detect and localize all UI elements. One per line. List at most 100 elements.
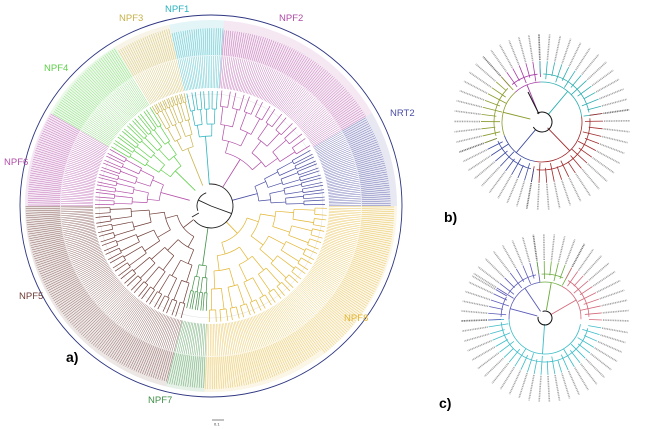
branch xyxy=(167,239,179,251)
branch xyxy=(312,218,315,225)
branch xyxy=(314,213,327,216)
panel-b-leaf-name xyxy=(586,61,607,81)
branch xyxy=(216,255,220,271)
branch xyxy=(189,291,194,309)
outer-clade-ring xyxy=(19,14,403,398)
panel-b-leaf-name xyxy=(525,182,533,209)
branch xyxy=(157,291,162,295)
panel-c-leaf-name xyxy=(554,374,561,401)
branch xyxy=(161,110,171,128)
branch xyxy=(292,138,306,149)
branch xyxy=(251,140,262,154)
branch xyxy=(255,299,262,311)
panel-c-branch xyxy=(508,274,537,294)
branch xyxy=(259,248,274,262)
branch xyxy=(162,100,167,109)
leaf-ticks-npf2 xyxy=(219,30,366,147)
branch xyxy=(95,192,115,195)
panel-c-leaf-name xyxy=(583,255,603,276)
panel-c-branch xyxy=(527,353,534,373)
branch xyxy=(162,297,170,312)
branch xyxy=(152,271,166,290)
branch xyxy=(291,266,296,272)
branch xyxy=(165,214,178,219)
branch xyxy=(103,162,122,171)
panel-b-branch xyxy=(499,151,515,167)
leaf-ticks-npf8 xyxy=(205,206,395,390)
panel-b-branch xyxy=(589,113,603,116)
branch xyxy=(148,210,152,223)
branch xyxy=(129,123,145,139)
panel-c-leaf-name xyxy=(461,319,488,322)
branch xyxy=(259,294,266,299)
branch xyxy=(280,172,298,180)
branch xyxy=(133,281,145,294)
panel-c-leaf-name xyxy=(491,362,510,384)
branch xyxy=(281,282,291,292)
branch xyxy=(164,295,170,299)
branch xyxy=(106,155,124,165)
branch xyxy=(203,91,206,110)
panel-b-leaf-name xyxy=(596,150,621,165)
branch xyxy=(292,218,314,223)
branch xyxy=(289,133,303,145)
panel-b-leaf-name xyxy=(508,40,520,65)
panel-c-stem xyxy=(545,282,552,311)
panel-c-branch xyxy=(573,275,584,287)
scale-bar: 0.1 xyxy=(212,419,224,427)
branch xyxy=(157,113,167,130)
panel-c-leaf-name xyxy=(538,375,542,402)
branch xyxy=(221,125,226,140)
panel-c-leaf-name xyxy=(602,319,629,322)
branch xyxy=(250,118,261,135)
branch xyxy=(200,277,203,293)
branch xyxy=(250,299,257,303)
panel-b-root-stem xyxy=(527,91,540,115)
panel-b-branch xyxy=(582,131,602,137)
branch xyxy=(252,277,264,297)
branch xyxy=(122,166,139,175)
branch xyxy=(252,161,262,171)
branch xyxy=(271,113,283,127)
branch xyxy=(172,106,180,124)
leaf-ticks-nrt2 xyxy=(313,117,391,206)
panel-b-stem xyxy=(547,127,571,152)
panel-c-branches xyxy=(488,260,602,375)
branch xyxy=(153,154,165,166)
branch xyxy=(146,163,160,173)
branch xyxy=(299,170,320,178)
branch xyxy=(186,264,193,283)
branch xyxy=(114,262,128,272)
panel-c-leaf-name xyxy=(599,289,625,300)
branch xyxy=(273,288,282,299)
panel-c-leaf-name xyxy=(597,340,623,353)
branch xyxy=(135,181,151,187)
backbone-arc xyxy=(196,192,207,211)
branch xyxy=(215,309,217,322)
branch xyxy=(268,292,276,303)
branch xyxy=(159,101,165,111)
branch xyxy=(295,266,306,274)
branch xyxy=(220,90,223,107)
branch xyxy=(117,136,135,150)
branch xyxy=(284,127,297,139)
panel-b-branches xyxy=(480,61,603,183)
branch xyxy=(157,229,171,238)
panel-c-leaf-name xyxy=(518,372,528,399)
branch xyxy=(115,240,119,246)
branch xyxy=(297,257,302,264)
panel-c-branch xyxy=(488,312,507,316)
panel-b-branch xyxy=(501,91,516,136)
branch xyxy=(120,241,140,252)
branch xyxy=(167,278,178,298)
branch xyxy=(191,291,196,310)
panel-b-branch xyxy=(525,63,531,78)
branch xyxy=(150,132,163,147)
panel-b-branch xyxy=(484,138,498,144)
panel-c-branch xyxy=(563,348,575,368)
panel-c-leaf-name xyxy=(501,245,517,269)
branch xyxy=(117,178,136,184)
branch xyxy=(239,94,245,111)
panel-b-leaf-name xyxy=(545,183,550,210)
panel-b-leaf-name xyxy=(538,34,541,61)
